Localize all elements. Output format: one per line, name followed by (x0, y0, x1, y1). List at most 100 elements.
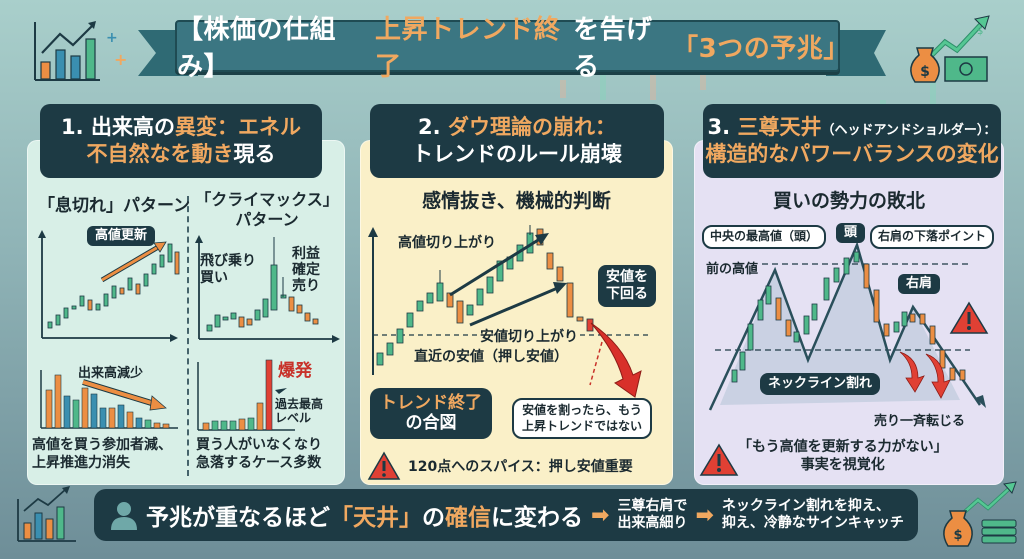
warning-icon (949, 301, 989, 334)
person-icon (111, 502, 137, 530)
mechanical-judgment-heading: 感情抜き、機械的判断 (422, 190, 611, 212)
title-accent: 構造的なパワーバランスの変化 (705, 142, 999, 166)
step-neckline-catch: ネックライン割れを抑え、 抑え、冷静なサインキャッチ (722, 498, 904, 533)
climax-heading-line2: パターン (235, 210, 299, 229)
label-line: 買い (200, 269, 228, 286)
panel1-title: 1. 出来高の異変：エネル 不自然なを動き現る (40, 104, 322, 178)
trend-end-signal-tag: トレンド終了 の合図 (370, 388, 492, 439)
label-line: 売り (292, 278, 320, 295)
money-bag-coins-icon: $ (943, 481, 1017, 547)
bar-chart-growth-icon (17, 486, 76, 542)
right-shoulder-tag: 右肩 (898, 274, 941, 294)
label-line: 確定 (292, 262, 320, 279)
svg-text:$: $ (953, 528, 962, 543)
caption-line: 買う人がいなくなり (196, 437, 322, 453)
label-line: 飛び乗り (200, 253, 256, 269)
title-text: 2. (418, 114, 448, 139)
msg-text: に変わる (491, 505, 583, 531)
conclusion-line: 事実を視覚化 (800, 457, 885, 474)
conclusion-line: 「もう高値を更新する力がない」 (738, 439, 948, 455)
bubble-line: 安値を (606, 269, 648, 285)
step-line: ネックライン割れを抑え、 (721, 497, 890, 514)
sparkle-icon: + (106, 30, 118, 46)
caption-line: 上昇推進力消失 (32, 455, 130, 472)
dow-theory-chart (368, 225, 650, 398)
title-accent: 上昇トレンド終了 (375, 15, 561, 82)
msg-accent: 確信 (445, 505, 491, 531)
declining-volume-chart (40, 370, 178, 429)
profit-taking-label: 利益 確定 売り (292, 246, 320, 294)
bottom-summary-bar: 予兆が重なるほど「天井」の確信に変わる ➡ 三尊右肩で 出来高細り ➡ ネックラ… (94, 489, 918, 541)
pullback-low-tip: 120点へのスパイス：押し安値重要 (408, 459, 633, 475)
recent-low-label: 直近の安値（押し安値） (414, 349, 568, 365)
trend-break-note: 安値を割ったら、もう 上昇トレンドではない (512, 398, 653, 440)
title-prefix: 【株価の仕組み】 (177, 15, 337, 82)
jump-buy-label: 飛び乗り 買い (200, 253, 256, 287)
title-small: （ヘッドアンドショルダー）： (821, 122, 997, 138)
sparkle-icon: + (114, 50, 128, 69)
explosion-label: 爆発 (278, 361, 312, 381)
climax-caption: 買う人がいなくなり 急落するケース多数 (196, 436, 322, 472)
title-mid: を告げる (573, 15, 653, 82)
panel1-divider (187, 196, 189, 476)
title-accent: 異変：エネル (174, 114, 301, 139)
bubble-line: 下回る (606, 285, 648, 302)
title-text: 1. 出来高の (61, 114, 175, 139)
panel3-title: 3. 三尊天井（ヘッドアンドショルダー）： 構造的なパワーバランスの変化 (703, 104, 1001, 178)
conclusion-text: 「もう高値を更新する力がない」 事実を視覚化 (738, 438, 948, 474)
record-level-label: 過去最高 レベル (275, 397, 323, 426)
caption-line: 高値を買う参加者減、 (32, 437, 172, 453)
msg-accent: 「天井」 (330, 505, 422, 531)
tag-line-accent: トレンド終了 (380, 393, 482, 413)
page-title: 【株価の仕組み】 上昇トレンド終了 を告げる 「3つの予兆」 (175, 15, 850, 82)
step-line: 抑え、冷静なサインキャッチ (721, 515, 904, 531)
title-accent: 不自然なを動き (86, 142, 234, 166)
head-tag: 頭 (836, 223, 866, 243)
tag-line: の合図 (405, 413, 457, 434)
previous-high-label: 前の高値 (706, 262, 759, 277)
neckline-break-tag: ネックライン割れ (760, 373, 881, 395)
title-text: 現る (233, 142, 276, 166)
label-line: 過去最高 (275, 397, 324, 411)
climax-heading: 「クライマックス」 パターン (192, 190, 342, 230)
panel2-title: 2. ダウ理論の崩れ： トレンドのルール崩壊 (370, 104, 664, 178)
label-line: レベル (275, 411, 312, 426)
summary-message: 予兆が重なるほど「天井」の確信に変わる (146, 498, 583, 532)
title-text: 3. (707, 114, 738, 139)
higher-lows-label: 安値切り上がり (478, 326, 580, 346)
money-bag-growth-icon: $ $ (910, 15, 990, 83)
msg-text: の (422, 505, 445, 531)
arrow-right-icon: ➡ (695, 502, 714, 528)
bar-chart-growth-icon (34, 21, 100, 81)
exhaustion-heading: 「息切れ」パターン (38, 196, 191, 216)
higher-highs-label: 高値切り上がり (398, 235, 496, 251)
buyer-defeat-heading: 買いの勢力の敗北 (772, 190, 925, 212)
label-line: 利益 (292, 246, 320, 262)
head-and-shoulders-chart (708, 241, 986, 411)
step-volume-thin: 三尊右肩で 出来高細り (617, 498, 687, 533)
volume-spike-chart (197, 359, 295, 431)
title-accent-2: 「3つの予兆」 (672, 33, 850, 64)
climax-heading-line1: 「クライマックス」 (195, 190, 339, 209)
note-line: 上昇トレンドではない (522, 418, 643, 433)
step-line: 出来高細り (617, 515, 688, 531)
exhaustion-caption: 高値を買う参加者減、 上昇推進力消失 (32, 436, 172, 472)
step-line: 三尊右肩で (617, 497, 688, 514)
title-text: トレンドのルール崩壊 (412, 142, 622, 166)
sell-off-label: 売り一斉転じる (874, 414, 966, 429)
title-accent: 三尊天井 (737, 114, 822, 139)
arrow-right-icon: ➡ (591, 502, 610, 528)
msg-text: 予兆が重なるほど (146, 505, 330, 531)
note-line: 安値を割ったら、もう (522, 403, 642, 417)
head-callout: 中央の最高値（頭） (702, 225, 827, 249)
volume-decline-label: 出来高減少 (78, 366, 144, 381)
warning-icon (699, 443, 739, 476)
svg-text:$: $ (920, 64, 930, 80)
new-high-tag: 高値更新 (87, 226, 156, 246)
climax-price-chart (195, 235, 340, 343)
exhaustion-price-chart (38, 230, 180, 342)
right-shoulder-callout: 右肩の下落ポイント (870, 225, 995, 249)
caption-line: 急落するケース多数 (196, 455, 322, 472)
title-accent: ダウ理論の崩れ： (447, 114, 616, 139)
svg-text:$: $ (977, 26, 983, 37)
